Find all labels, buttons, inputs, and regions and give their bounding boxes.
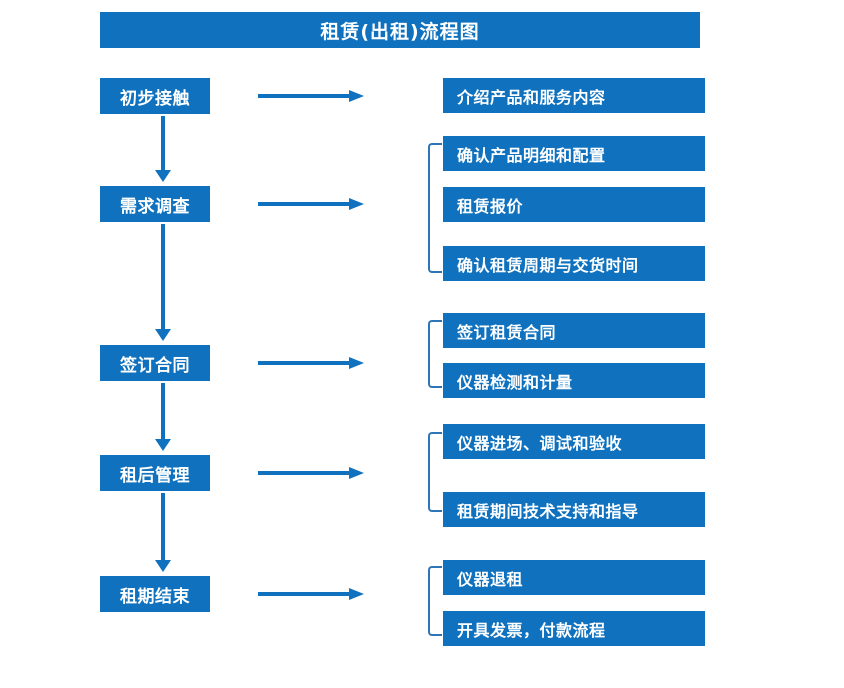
horizontal-arrow-2	[258, 197, 364, 211]
detail-box-6[interactable]: 仪器检测和计量	[443, 363, 705, 398]
vertical-arrow-1	[155, 116, 171, 182]
detail-box-8[interactable]: 租赁期间技术支持和指导	[443, 492, 705, 527]
detail-box-1[interactable]: 介绍产品和服务内容	[443, 78, 705, 113]
stage-box-1[interactable]: 初步接触	[100, 78, 210, 114]
detail-box-2[interactable]: 确认产品明细和配置	[443, 136, 705, 171]
detail-box-3[interactable]: 租赁报价	[443, 187, 705, 222]
page-title: 租赁(出租)流程图	[100, 12, 700, 48]
stage-box-3[interactable]: 签订合同	[100, 345, 210, 381]
horizontal-arrow-5	[258, 587, 364, 601]
stage-box-4[interactable]: 租后管理	[100, 455, 210, 491]
vertical-arrow-2	[155, 224, 171, 341]
vertical-arrow-4	[155, 493, 171, 572]
detail-box-9[interactable]: 仪器退租	[443, 560, 705, 595]
group-bracket-4	[428, 566, 442, 636]
group-bracket-2	[428, 320, 442, 388]
group-bracket-1	[428, 143, 442, 273]
horizontal-arrow-4	[258, 466, 364, 480]
vertical-arrow-3	[155, 383, 171, 451]
horizontal-arrow-1	[258, 89, 364, 103]
detail-box-5[interactable]: 签订租赁合同	[443, 313, 705, 348]
group-bracket-3	[428, 432, 442, 512]
stage-box-5[interactable]: 租期结束	[100, 576, 210, 612]
detail-box-7[interactable]: 仪器进场、调试和验收	[443, 424, 705, 459]
horizontal-arrow-3	[258, 356, 364, 370]
stage-box-2[interactable]: 需求调查	[100, 186, 210, 222]
detail-box-4[interactable]: 确认租赁周期与交货时间	[443, 246, 705, 281]
detail-box-10[interactable]: 开具发票，付款流程	[443, 611, 705, 646]
